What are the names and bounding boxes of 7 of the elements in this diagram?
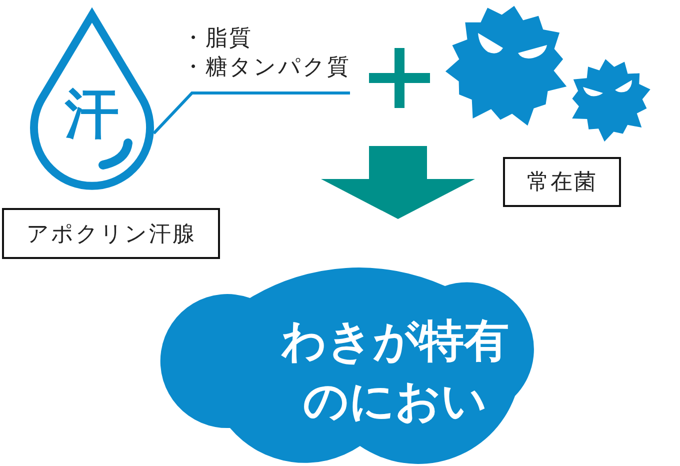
label-box: アポクリン汗腺	[2, 208, 220, 259]
list-item-text: ・脂質	[182, 25, 254, 53]
leader-line	[152, 92, 350, 134]
result-text: わきが特有のにおい	[280, 313, 510, 429]
block-arrow	[321, 146, 475, 219]
label-box: 常在菌	[503, 157, 621, 207]
list-item-text: ・糖タンパク質	[182, 54, 352, 82]
